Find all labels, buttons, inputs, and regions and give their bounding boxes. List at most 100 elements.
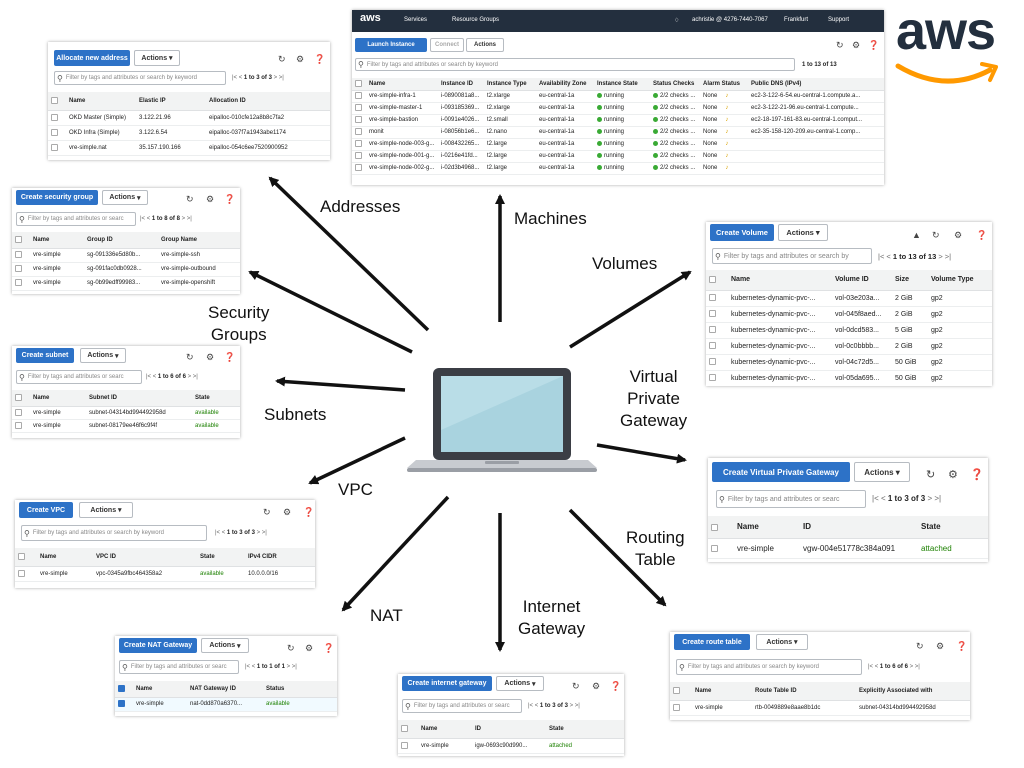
- table-row[interactable]: kubernetes-dynamic-pvc-...vol-045f8aed..…: [706, 306, 992, 323]
- help-icon[interactable]: ❓: [303, 507, 315, 517]
- nav-resource-groups[interactable]: Resource Groups: [452, 17, 500, 23]
- col-alarm[interactable]: Alarm Status: [700, 78, 748, 91]
- row-checkbox[interactable]: [708, 538, 734, 559]
- row-checkbox[interactable]: [352, 90, 366, 103]
- gear-icon[interactable]: ⚙: [936, 641, 945, 651]
- search-input[interactable]: ⚲Filter by tags and attributes or searc: [16, 212, 136, 226]
- row-checkbox[interactable]: [352, 102, 366, 115]
- actions-button[interactable]: Actions ▾: [79, 502, 133, 518]
- alarm-bell-icon[interactable]: ♪: [725, 141, 729, 147]
- col-state[interactable]: State: [197, 548, 245, 567]
- help-icon[interactable]: ❓: [314, 54, 326, 64]
- col-state[interactable]: Instance State: [594, 78, 650, 91]
- actions-button[interactable]: Actions ▾: [854, 462, 910, 482]
- help-icon[interactable]: ❓: [610, 681, 622, 691]
- refresh-icon[interactable]: ↻: [186, 194, 194, 204]
- col-vpc-id[interactable]: VPC ID: [93, 548, 197, 567]
- table-row[interactable]: kubernetes-dynamic-pvc-...vol-0dcd583...…: [706, 322, 992, 339]
- row-checkbox[interactable]: [15, 566, 37, 582]
- row-checkbox[interactable]: [706, 306, 728, 323]
- table-row[interactable]: kubernetes-dynamic-pvc-...vol-0c0bbbb...…: [706, 338, 992, 355]
- row-checkbox[interactable]: [706, 354, 728, 371]
- col-volume-type[interactable]: Volume Type: [928, 270, 992, 291]
- search-input[interactable]: ⚲Filter by tags and attributes or search…: [676, 659, 862, 675]
- col-volume-id[interactable]: Volume ID: [832, 270, 892, 291]
- help-icon[interactable]: ❓: [970, 469, 984, 481]
- create-volume-button[interactable]: Create Volume: [710, 224, 774, 241]
- refresh-icon[interactable]: ↻: [278, 54, 286, 64]
- row-checkbox[interactable]: [670, 700, 692, 716]
- refresh-icon[interactable]: ↻: [932, 230, 940, 240]
- nav-account[interactable]: achristie @ 4276-7440-7067: [692, 17, 768, 23]
- table-row[interactable]: kubernetes-dynamic-pvc-...vol-04c72d5...…: [706, 354, 992, 371]
- flask-icon[interactable]: ▲: [912, 230, 921, 240]
- col-route-table-id[interactable]: Route Table ID: [752, 682, 856, 701]
- col-id[interactable]: ID: [800, 516, 918, 539]
- refresh-icon[interactable]: ↻: [572, 681, 580, 691]
- col-az[interactable]: Availability Zone: [536, 78, 594, 91]
- create-vpg-button[interactable]: Create Virtual Private Gateway: [712, 462, 850, 482]
- launch-instance-button[interactable]: Launch Instance: [355, 38, 427, 52]
- search-input[interactable]: ⚲Filter by tags and attributes or searc: [402, 699, 522, 713]
- gear-icon[interactable]: ⚙: [592, 681, 601, 691]
- alarm-bell-icon[interactable]: ♪: [725, 129, 729, 135]
- actions-button[interactable]: Actions ▾: [756, 634, 808, 650]
- col-group-name[interactable]: Group Name: [158, 232, 240, 249]
- row-checkbox[interactable]: [352, 150, 366, 163]
- col-state[interactable]: State: [546, 720, 624, 739]
- actions-button[interactable]: Actions: [466, 38, 504, 52]
- row-checkbox[interactable]: [115, 697, 133, 712]
- row-checkbox[interactable]: [706, 338, 728, 355]
- refresh-icon[interactable]: ↻: [836, 40, 844, 50]
- gear-icon[interactable]: ⚙: [206, 352, 215, 362]
- create-internet-gateway-button[interactable]: Create internet gateway: [402, 676, 492, 691]
- row-checkbox[interactable]: [398, 738, 418, 754]
- actions-button[interactable]: Actions ▾: [102, 190, 148, 205]
- col-status[interactable]: Status Checks: [650, 78, 700, 91]
- col-name[interactable]: Name: [728, 270, 832, 291]
- search-input[interactable]: ⚲Filter by tags and attributes or search…: [54, 71, 226, 85]
- table-row[interactable]: kubernetes-dynamic-pvc-...vol-03e203a...…: [706, 290, 992, 307]
- refresh-icon[interactable]: ↻: [926, 469, 936, 481]
- col-instance-type[interactable]: Instance Type: [484, 78, 536, 91]
- row-checkbox[interactable]: [12, 406, 30, 420]
- refresh-icon[interactable]: ↻: [916, 641, 924, 651]
- gear-icon[interactable]: ⚙: [283, 507, 292, 517]
- help-icon[interactable]: ❓: [224, 352, 236, 362]
- help-icon[interactable]: ❓: [976, 230, 988, 240]
- col-name[interactable]: Name: [37, 548, 93, 567]
- col-name[interactable]: Name: [30, 390, 86, 407]
- help-icon[interactable]: ❓: [956, 641, 968, 651]
- col-allocation-id[interactable]: Allocation ID: [206, 92, 330, 111]
- create-vpc-button[interactable]: Create VPC: [19, 502, 73, 518]
- col-elastic-ip[interactable]: Elastic IP: [136, 92, 206, 111]
- row-checkbox[interactable]: [12, 419, 30, 433]
- col-cidr[interactable]: IPv4 CIDR: [245, 548, 315, 567]
- table-row[interactable]: vre-simple-node-001-g...i-0216e41fd...t2…: [352, 150, 884, 163]
- row-checkbox[interactable]: [48, 125, 66, 141]
- col-name[interactable]: Name: [66, 92, 136, 111]
- create-subnet-button[interactable]: Create subnet: [16, 348, 74, 363]
- gear-icon[interactable]: ⚙: [296, 54, 305, 64]
- refresh-icon[interactable]: ↻: [287, 643, 295, 653]
- row-checkbox[interactable]: [352, 114, 366, 127]
- help-icon[interactable]: ❓: [224, 194, 236, 204]
- alarm-bell-icon[interactable]: ♪: [725, 105, 729, 111]
- col-name[interactable]: Name: [133, 681, 187, 698]
- search-input[interactable]: ⚲Filter by tags and attributes or search…: [712, 248, 872, 264]
- alarm-bell-icon[interactable]: ♪: [725, 93, 729, 99]
- gear-icon[interactable]: ⚙: [852, 40, 861, 50]
- refresh-icon[interactable]: ↻: [263, 507, 271, 517]
